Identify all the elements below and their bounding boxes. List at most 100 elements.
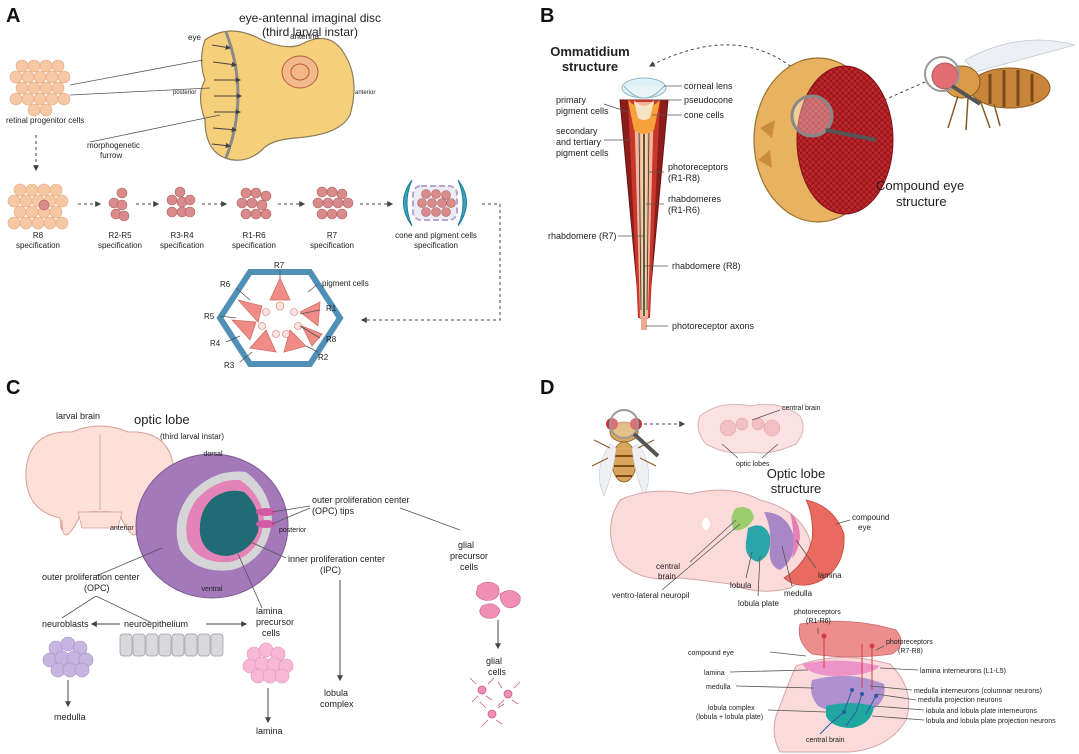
lobula-complex-line2: complex	[320, 699, 354, 709]
brain-top-view	[697, 403, 804, 454]
opc-tips-line2: (OPC) tips	[312, 506, 355, 516]
lobula-complex-line1: lobula	[324, 688, 348, 698]
photoreceptors-line1: photoreceptors	[668, 162, 729, 172]
ventro-lateral-label: ventro-lateral neuropil	[612, 591, 690, 600]
ommatidium-column	[619, 77, 669, 330]
lamina-c-label: lamina	[256, 726, 283, 736]
glial-precursor-cells	[475, 581, 521, 619]
retinal-progenitor-cluster	[9, 59, 71, 117]
central-brain-line1: central	[656, 562, 680, 571]
step-5-line2: specification	[310, 241, 354, 250]
glial-cells	[469, 677, 521, 727]
compound-title-line1: Compound eye	[876, 178, 964, 193]
neuroblast-cluster	[42, 636, 94, 678]
step-2-line1: R2-R5	[108, 231, 132, 240]
rhabdomere-r8-label: rhabdomere (R8)	[672, 261, 741, 271]
larval-brain-label: larval brain	[56, 411, 100, 421]
lobula-complex-d-line2: (lobula + lobula plate)	[696, 714, 763, 721]
optic-lobe-neurons	[773, 620, 910, 753]
furrow-arrows	[211, 44, 243, 149]
central-brain-line2: brain	[658, 572, 676, 581]
optic-lobe-section	[609, 489, 845, 592]
compound-title-line2: structure	[896, 194, 947, 209]
posterior-label: posterior	[173, 90, 196, 96]
lamina-prec-line3: cells	[262, 628, 281, 638]
medulla-d2-label: medulla	[706, 684, 731, 691]
optic-lobe-title: optic lobe	[134, 412, 190, 427]
label-r3: R3	[224, 361, 235, 370]
pr16-line1: photoreceptors	[794, 609, 841, 616]
label-r7: R7	[274, 261, 285, 270]
primary-line1: primary	[556, 95, 587, 105]
rhabdomeres-line1: rhabdomeres	[668, 194, 722, 204]
glial-prec-line1: glial	[458, 540, 474, 550]
optic-lobe-diagram	[135, 453, 289, 599]
pigment-cells-label: pigment cells	[322, 279, 369, 288]
pr78-line2: (R7-R8)	[898, 648, 923, 655]
dorsal-label: dorsal	[203, 451, 223, 458]
posterior-c-label: posterior	[279, 527, 307, 534]
lobula-projection-label: lobula and lobula plate projection neuro…	[926, 718, 1056, 725]
progression-arrows	[78, 201, 501, 323]
furrow-label-line2: furrow	[100, 151, 122, 160]
lamina-prec-line2: precursor	[256, 617, 294, 627]
pseudocone-label: pseudocone	[684, 95, 733, 105]
pr78-line1: photoreceptors	[886, 639, 933, 646]
axons-label: photoreceptor axons	[672, 321, 755, 331]
anterior-c-label: anterior	[110, 525, 134, 532]
secondary-line2: and tertiary	[556, 137, 602, 147]
step-3-line2: specification	[160, 241, 204, 250]
neuroepithelium-label: neuroepithelium	[124, 619, 188, 629]
neuroblasts-label: neuroblasts	[42, 619, 89, 629]
ipc-line1: inner proliferation center	[288, 554, 385, 564]
label-r4: R4	[210, 339, 221, 348]
r3-r4-cluster	[166, 186, 196, 218]
lobula-interneurons-label: lobula and lobula plate interneurons	[926, 708, 1037, 715]
ipc-line2: (IPC)	[320, 565, 341, 575]
compound-eye-label: compound eye	[688, 650, 734, 657]
panel-label-b: B	[540, 5, 554, 27]
label-r2: R2	[318, 353, 329, 362]
opc-tips-leaders	[271, 505, 461, 531]
glial-line2: cells	[488, 667, 507, 677]
step-1-line2: specification	[16, 241, 60, 250]
fly-whole-b	[924, 39, 1077, 131]
lamina-d2-label: lamina	[704, 670, 725, 677]
label-r8: R8	[326, 335, 337, 344]
medulla-c-label: medulla	[54, 712, 86, 722]
central-brain-top-label: central brain	[782, 405, 821, 412]
neuron-leaders	[729, 628, 925, 721]
panel-label-a: A	[6, 5, 20, 27]
panel-b: Ommatidium structure	[548, 39, 1077, 331]
secondary-line1: secondary	[556, 126, 598, 136]
r8-cell	[38, 199, 50, 211]
panel-label-c: C	[6, 377, 20, 399]
label-r1: R1	[326, 304, 337, 313]
opc-tips-line1: outer proliferation center	[312, 495, 410, 505]
panel-d: central brain optic lobes Optic lobe str…	[591, 403, 1056, 753]
step-6-line2: specification	[414, 241, 458, 250]
primary-line2: pigment cells	[556, 106, 609, 116]
antenna-label: antenna	[290, 32, 319, 41]
lamina-prec-line1: lamina	[256, 606, 283, 616]
antenna-inner	[290, 63, 310, 81]
ommatidium-title-line2: structure	[562, 59, 618, 74]
panel-c: larval brain optic lobe (third larval in…	[25, 411, 521, 736]
optic-structure-title-line1: Optic lobe	[767, 466, 826, 481]
medulla-d-label: medulla	[784, 589, 813, 598]
instar-label: (third larval instar)	[160, 432, 224, 441]
panel-a: eye-antennal imaginal disc (third larval…	[6, 11, 501, 370]
lobula-plate-label: lobula plate	[738, 599, 779, 608]
r2-r5-cluster	[108, 187, 130, 222]
lamina-d-label: lamina	[818, 571, 842, 580]
compound-eye-line1: compound	[852, 513, 889, 522]
ommatidium-hexagon	[216, 269, 344, 367]
retinal-progenitor-label: retinal progenitor cells	[6, 116, 84, 125]
r8-spec-cluster	[7, 183, 69, 230]
r7-cluster	[312, 186, 354, 220]
optic-lobes-label: optic lobes	[736, 461, 770, 468]
medulla-interneurons-label: medulla interneurons (columnar neurons)	[914, 688, 1042, 695]
pr16-line2: (R1-R6)	[806, 618, 831, 625]
label-r5: R5	[204, 312, 215, 321]
